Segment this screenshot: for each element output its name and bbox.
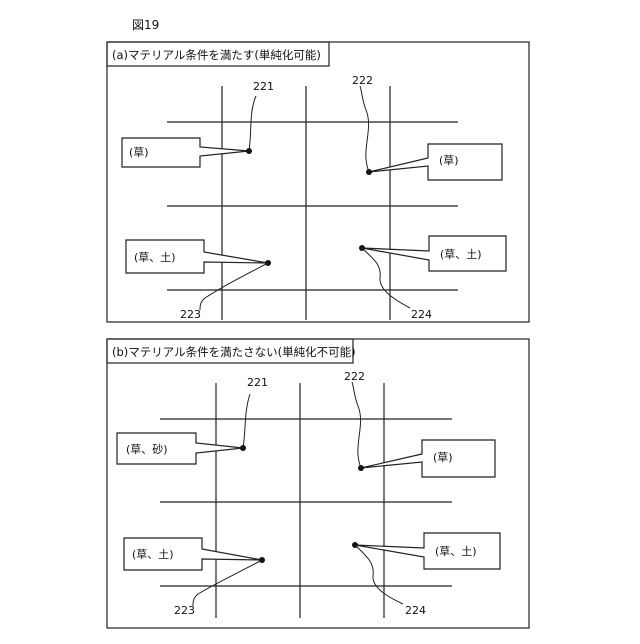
panel-b-callout-222-text: (草) xyxy=(433,451,453,464)
panel-a-leader-224 xyxy=(362,248,410,308)
panel-b-callout-224-text: (草、土) xyxy=(435,545,477,558)
panel-a-grid xyxy=(167,86,458,320)
panel-a-callout-224 xyxy=(362,236,506,271)
panel-b-header: (b)マテリアル条件を満たさない(単純化不可能) xyxy=(112,345,356,359)
panel-a-ref-223: 223 xyxy=(180,308,201,321)
panel-a-callout-222 xyxy=(369,144,502,180)
panel-b-ref-222: 222 xyxy=(344,370,365,383)
panel-a-header: (a)マテリアル条件を満たす(単純化可能) xyxy=(112,48,321,62)
panel-a: (a)マテリアル条件を満たす(単純化可能) (草) 221 (草) 222 xyxy=(107,42,529,322)
panel-b-leader-221 xyxy=(243,394,250,448)
panel-a-frame xyxy=(107,42,529,322)
panel-a-callout-223-text: (草、土) xyxy=(134,251,176,264)
panel-a-callout-221-text: (草) xyxy=(129,146,149,159)
panel-b-leader-223 xyxy=(193,560,262,606)
panel-b-callout-222 xyxy=(361,440,495,477)
panel-a-leader-223 xyxy=(200,263,268,310)
panel-a-callout-224-text: (草、土) xyxy=(440,248,482,261)
panel-b-leader-222 xyxy=(352,382,361,468)
panel-b-grid xyxy=(160,383,452,618)
panel-b-ref-221: 221 xyxy=(247,376,268,389)
panel-a-leader-222 xyxy=(360,86,369,172)
panel-a-ref-224: 224 xyxy=(411,308,432,321)
panel-b-ref-223: 223 xyxy=(174,604,195,617)
panel-b-frame xyxy=(107,339,529,628)
panel-a-ref-222: 222 xyxy=(352,74,373,87)
panel-b-callout-223-text: (草、土) xyxy=(132,548,174,561)
panel-a-ref-221: 221 xyxy=(253,80,274,93)
panel-a-callout-222-text: (草) xyxy=(439,154,459,167)
figure-label: 図19 xyxy=(132,16,159,33)
panel-b-ref-224: 224 xyxy=(405,604,426,617)
panel-b: (b)マテリアル条件を満たさない(単純化不可能) (草、砂) 221 (草) 2… xyxy=(107,339,529,628)
panel-b-callout-221-text: (草、砂) xyxy=(126,443,168,456)
panel-a-leader-221 xyxy=(249,96,256,151)
panel-b-leader-224 xyxy=(355,545,403,604)
panel-b-callout-224 xyxy=(355,533,500,569)
